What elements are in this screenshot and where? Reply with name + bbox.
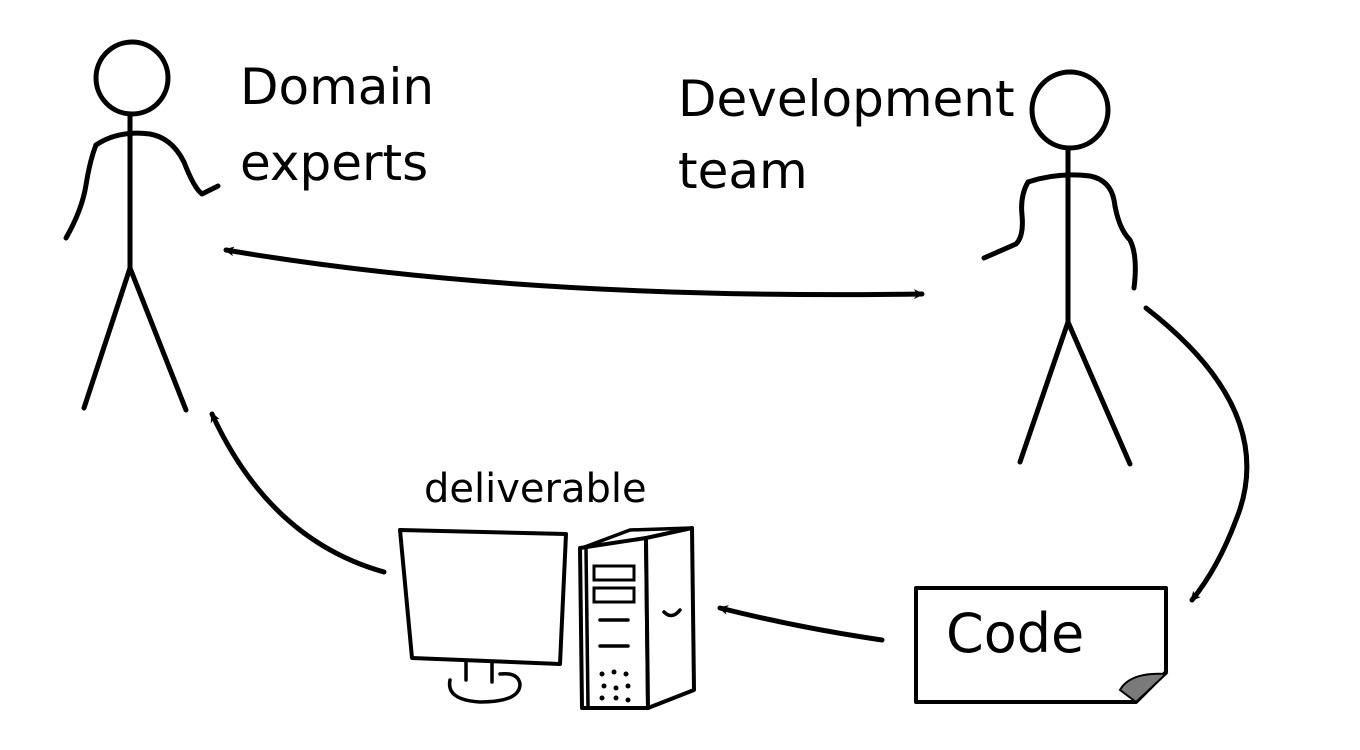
deliverable-to-domain-expert-arrow bbox=[209, 411, 387, 575]
monitor-screen bbox=[398, 528, 568, 666]
development-team-figure bbox=[981, 69, 1138, 467]
drive-bay-2 bbox=[592, 586, 636, 604]
code-to-deliverable-arrow bbox=[717, 605, 885, 643]
domain-experts-label-line2: experts bbox=[240, 134, 428, 192]
domain-expert-right-leg bbox=[127, 265, 189, 413]
code-document: Code bbox=[914, 586, 1169, 704]
tower-side bbox=[644, 526, 696, 710]
development-team-left-arm bbox=[981, 179, 1031, 261]
desktop-computer-icon bbox=[398, 526, 696, 710]
development-team-label-line1: Development bbox=[678, 70, 1015, 128]
development-team-left-leg bbox=[1017, 319, 1071, 465]
domain-expert-right-arm bbox=[93, 130, 221, 197]
tower-front-lines bbox=[598, 618, 630, 648]
domain-expert-head bbox=[93, 39, 171, 117]
monitor-base bbox=[447, 671, 522, 704]
domain-expert-left-leg bbox=[81, 265, 133, 411]
development-team-head bbox=[1029, 69, 1111, 151]
tower-top-edge bbox=[580, 526, 694, 550]
team-to-code-arrow bbox=[1143, 305, 1250, 603]
tower-side-latch bbox=[662, 608, 682, 618]
domain-experts-label-line1: Domain bbox=[240, 58, 434, 116]
communication-arrow bbox=[223, 246, 925, 300]
domain-expert-figure bbox=[63, 39, 221, 413]
deliverable-label: deliverable bbox=[424, 466, 647, 512]
development-team-right-arm bbox=[1025, 172, 1138, 291]
document-page-fold bbox=[1118, 672, 1169, 704]
tower-vent-dots bbox=[599, 669, 631, 703]
tower-front-left-edge bbox=[584, 546, 590, 708]
drive-bay-1 bbox=[592, 564, 636, 582]
monitor-stand bbox=[464, 660, 494, 684]
code-label: Code bbox=[946, 602, 1084, 665]
development-team-right-leg bbox=[1065, 319, 1133, 467]
development-team-label-line2: team bbox=[678, 142, 808, 200]
tower-front bbox=[578, 536, 650, 710]
domain-expert-left-arm bbox=[63, 142, 99, 241]
